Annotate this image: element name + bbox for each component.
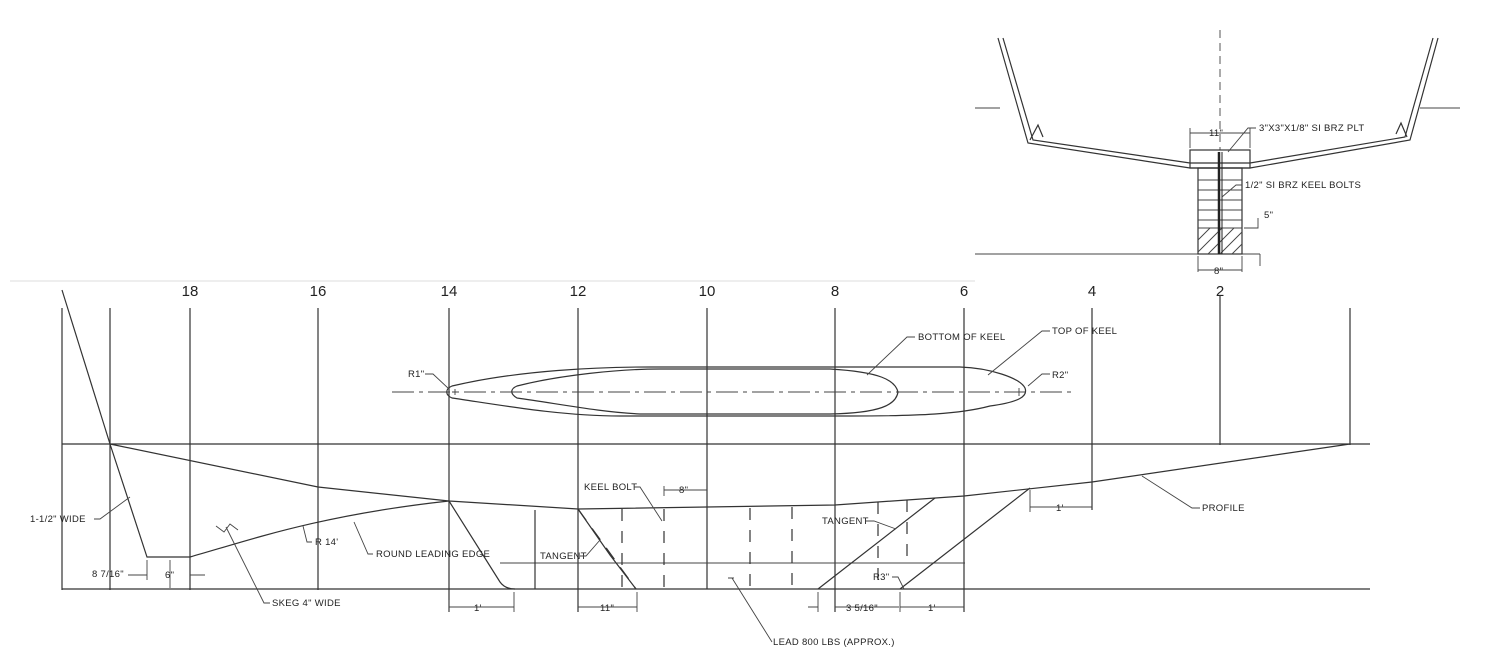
bottom-of-keel-label: BOTTOM OF KEEL (918, 332, 1005, 343)
keel-section-inset: 11" 3"X3"X1/8" SI BRZ PLT 1/2" SI BRZ KE… (975, 25, 1460, 281)
r1-label: R1" (408, 369, 424, 380)
keel-bolt-label: KEEL BOLT (584, 482, 637, 493)
dim-1ft-a: 1' (474, 603, 482, 614)
station-4: 4 (1088, 283, 1096, 300)
keel-profile-view: 1' 11" 3 5/16" 1' 1' 8" KEEL BOLT TANGEN… (30, 289, 1370, 648)
lead-weight-label: LEAD 800 LBS (APPROX.) (773, 637, 895, 648)
station-2: 2 (1216, 283, 1224, 300)
station-numbers: 18 16 14 12 10 8 6 4 2 (182, 283, 1225, 300)
station-14: 14 (441, 283, 458, 300)
plate-label: 3"X3"X1/8" SI BRZ PLT (1259, 123, 1364, 134)
dim-11in: 11" (600, 603, 614, 614)
r2-label: R2" (1052, 370, 1068, 381)
wide-label: 1-1/2" WIDE (30, 514, 86, 525)
station-lines (61, 295, 1351, 612)
top-of-keel-label: TOP OF KEEL (1052, 326, 1117, 337)
round-leading-edge-label: ROUND LEADING EDGE (376, 549, 490, 560)
tangent-aft-label: TANGENT (822, 516, 869, 527)
keel-plan-view: R1" R2" BOTTOM OF KEEL TOP OF KEEL (392, 326, 1117, 417)
radius-14-label: R 14' (315, 537, 338, 548)
station-10: 10 (699, 283, 716, 300)
station-8: 8 (831, 283, 839, 300)
dim-3-5-16: 3 5/16" (846, 603, 878, 614)
skeg-height-dim: 6" (165, 570, 174, 581)
station-6: 6 (960, 283, 968, 300)
station-16: 16 (310, 283, 327, 300)
r3-label: R3" (873, 572, 889, 583)
profile-label: PROFILE (1202, 503, 1245, 514)
keel-width-dim: 8" (1214, 266, 1223, 277)
tangent-fwd-label: TANGENT (540, 551, 587, 562)
skeg-offset-dim: 8 7/16" (92, 569, 124, 580)
dim-1ft-b: 1' (928, 603, 936, 614)
skeg-label: SKEG 4" WIDE (272, 598, 341, 609)
plate-width-dim: 11" (1209, 128, 1223, 139)
keel-bolts-label: 1/2" SI BRZ KEEL BOLTS (1245, 180, 1361, 191)
station-18: 18 (182, 283, 199, 300)
station-12: 12 (570, 283, 587, 300)
dim-1ft-c: 1' (1056, 503, 1064, 514)
lead-height-dim: 5" (1264, 210, 1273, 221)
bolt-spacing-dim: 8" (679, 485, 688, 496)
